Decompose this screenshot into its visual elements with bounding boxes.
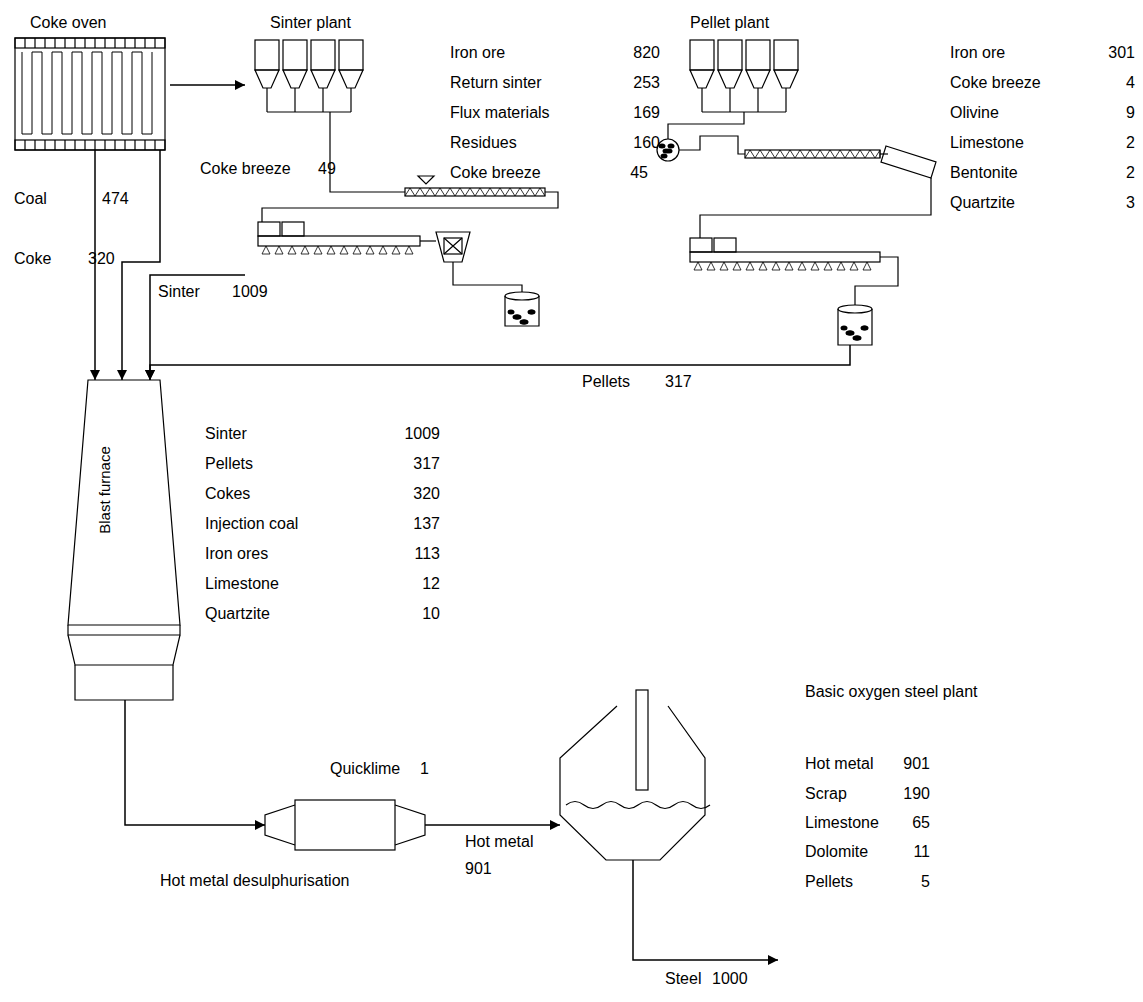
flow-label: 901 xyxy=(903,755,930,773)
flow-label: Quartzite xyxy=(950,194,1015,212)
material-flow xyxy=(425,824,560,826)
flow-label: 49 xyxy=(318,160,336,178)
flow-label: Coke breeze xyxy=(950,74,1041,92)
flow-label: 3 xyxy=(1126,194,1135,212)
flow-label: 137 xyxy=(413,515,440,533)
flow-label: Injection coal xyxy=(205,515,298,533)
flow-label: Cokes xyxy=(205,485,250,503)
flow-label: Coke breeze xyxy=(200,160,291,178)
flow-label: Dolomite xyxy=(805,843,868,861)
flow-label: 317 xyxy=(413,455,440,473)
flow-label: Hot metal xyxy=(465,833,533,851)
flow-label: Flux materials xyxy=(450,104,550,122)
flow-label: Iron ore xyxy=(950,44,1005,62)
flow-label: 1 xyxy=(420,760,429,778)
flow-label: Olivine xyxy=(950,104,999,122)
unit-heading: Pellet plant xyxy=(690,14,769,32)
flow-label: Residues xyxy=(450,134,517,152)
flow-label: Iron ore xyxy=(450,44,505,62)
flow-label: 1009 xyxy=(232,283,268,301)
flow-label: Coke xyxy=(14,250,51,268)
unit-heading: Hot metal desulphurisation xyxy=(160,872,349,890)
plant-unit: Hot metal desulphurisation xyxy=(265,800,425,850)
flow-label: 11 xyxy=(913,843,930,861)
flow-label: 190 xyxy=(903,785,930,803)
flow-label: Coal xyxy=(14,190,47,208)
flow-label: 2 xyxy=(1126,134,1135,152)
unit-heading: Sinter plant xyxy=(270,14,351,32)
material-flow xyxy=(122,150,160,380)
flow-label: Iron ores xyxy=(205,545,268,563)
flow-label: Coke breeze xyxy=(450,164,541,182)
flow-label: 820 xyxy=(633,44,660,62)
plant-unit: Blast furnace xyxy=(65,380,185,700)
flow-label: Limestone xyxy=(205,575,279,593)
unit-heading: Blast furnace xyxy=(96,446,113,534)
flow-label: Hot metal xyxy=(805,755,873,773)
flow-label: Limestone xyxy=(950,134,1024,152)
converter-vessel xyxy=(560,690,778,960)
flow-label: Bentonite xyxy=(950,164,1018,182)
flow-label: Quicklime xyxy=(330,760,400,778)
flow-label: 45 xyxy=(630,164,648,182)
flow-label: 5 xyxy=(921,873,930,891)
flow-label: 474 xyxy=(102,190,129,208)
material-flow xyxy=(125,700,265,825)
flow-label: 113 xyxy=(414,545,440,563)
flow-label: Pellets xyxy=(582,373,630,391)
flow-label: Sinter xyxy=(205,425,247,443)
flow-label: Return sinter xyxy=(450,74,542,92)
flow-label: 320 xyxy=(413,485,440,503)
coke-oven-drawing xyxy=(15,38,165,150)
flow-label: 320 xyxy=(88,250,115,268)
pellet-plant-drawing xyxy=(657,40,936,345)
flow-label: Pellets xyxy=(805,873,853,891)
unit-heading: Coke oven xyxy=(30,14,107,32)
flow-label: 160 xyxy=(633,134,660,152)
flow-label: 10 xyxy=(422,605,440,623)
flow-label: 169 xyxy=(633,104,660,122)
flow-label: Limestone xyxy=(805,814,879,832)
flow-label: 1009 xyxy=(404,425,440,443)
flow-label: 12 xyxy=(422,575,440,593)
material-flow xyxy=(170,84,245,86)
flow-label: 301 xyxy=(1108,44,1135,62)
unit-heading: Basic oxygen steel plant xyxy=(805,683,978,701)
plant-unit: Basic oxygen steel plant xyxy=(560,680,1000,865)
flow-label: 4 xyxy=(1126,74,1135,92)
flow-label: 901 xyxy=(465,860,492,878)
flow-label: Quartzite xyxy=(205,605,270,623)
sinter-plant-drawing xyxy=(255,40,558,326)
flow-label: 317 xyxy=(665,373,692,391)
flow-label: 9 xyxy=(1126,104,1135,122)
desulphurisation-vessel xyxy=(265,800,425,850)
plant-unit: Coke oven xyxy=(10,10,170,150)
flow-label: 65 xyxy=(912,814,930,832)
material-flow xyxy=(150,345,850,380)
flow-label: Pellets xyxy=(205,455,253,473)
blast-furnace-drawing xyxy=(68,380,180,700)
flow-label: 253 xyxy=(633,74,660,92)
flow-label: Scrap xyxy=(805,785,847,803)
flow-label: 1000 xyxy=(712,970,748,988)
flow-label: Steel xyxy=(665,970,701,988)
flow-label: Sinter xyxy=(158,283,200,301)
flow-label: 2 xyxy=(1126,164,1135,182)
